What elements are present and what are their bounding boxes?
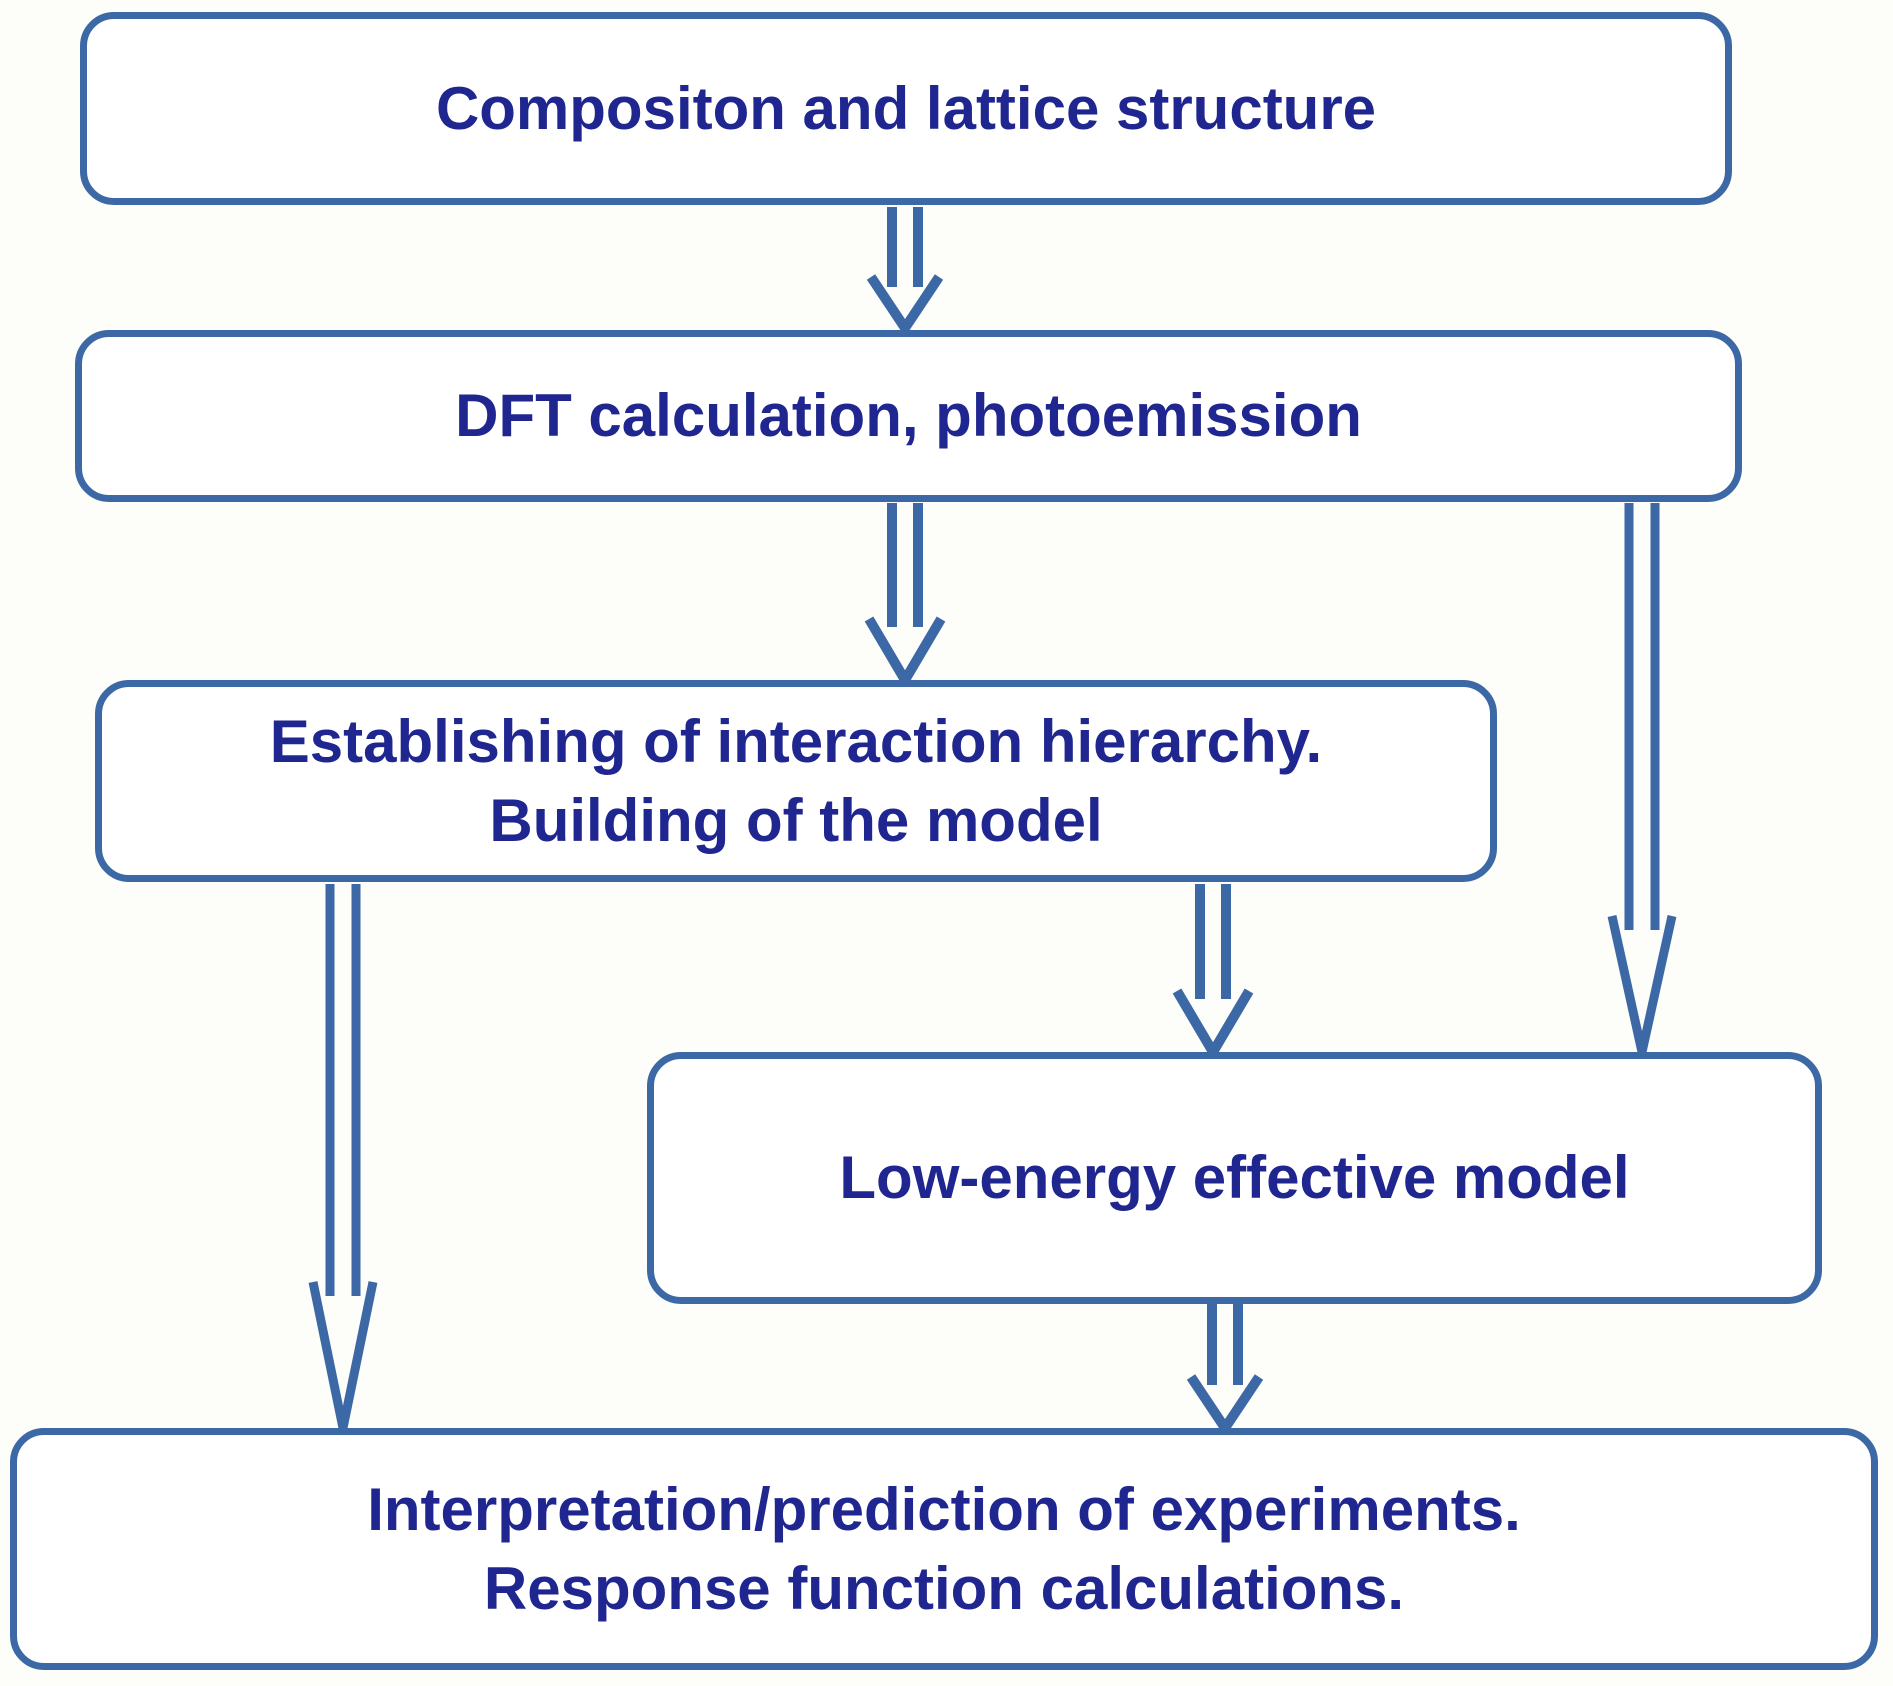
arrow-hierarchy-to-low-energy	[1172, 884, 1254, 1062]
node-low-energy-label: Low-energy effective model	[839, 1144, 1630, 1212]
node-hierarchy-line1: Establishing of interaction hierarchy.	[269, 707, 1323, 775]
arrow-head	[866, 274, 944, 338]
node-dft: DFT calculation, photoemission	[75, 330, 1742, 502]
node-hierarchy-line2: Building of the model	[489, 787, 1103, 854]
node-dft-label: DFT calculation, photoemission	[455, 382, 1362, 450]
node-composition: Compositon and lattice structure	[80, 12, 1732, 205]
arrow-head	[1172, 988, 1254, 1062]
arrow-composition-to-dft	[866, 207, 944, 338]
arrow-hierarchy-to-interpretation	[308, 884, 378, 1429]
arrow-head	[1607, 915, 1677, 1053]
node-composition-label: Compositon and lattice structure	[435, 74, 1377, 142]
arrow-head	[1186, 1374, 1264, 1438]
arrow-dft-to-hierarchy	[864, 503, 946, 690]
arrow-head	[864, 616, 946, 690]
node-interpretation: Interpretation/prediction of experiments…	[10, 1428, 1878, 1670]
node-low-energy: Low-energy effective model	[647, 1052, 1822, 1304]
node-interpretation-line1: Interpretation/prediction of experiments…	[367, 1475, 1521, 1543]
arrow-dft-to-low-energy	[1607, 503, 1677, 1053]
arrow-head	[308, 1281, 378, 1429]
node-interpretation-line2: Response function calculations.	[483, 1555, 1405, 1622]
node-hierarchy: Establishing of interaction hierarchy. B…	[95, 680, 1497, 882]
arrow-low-energy-to-interpretation	[1186, 1304, 1264, 1438]
